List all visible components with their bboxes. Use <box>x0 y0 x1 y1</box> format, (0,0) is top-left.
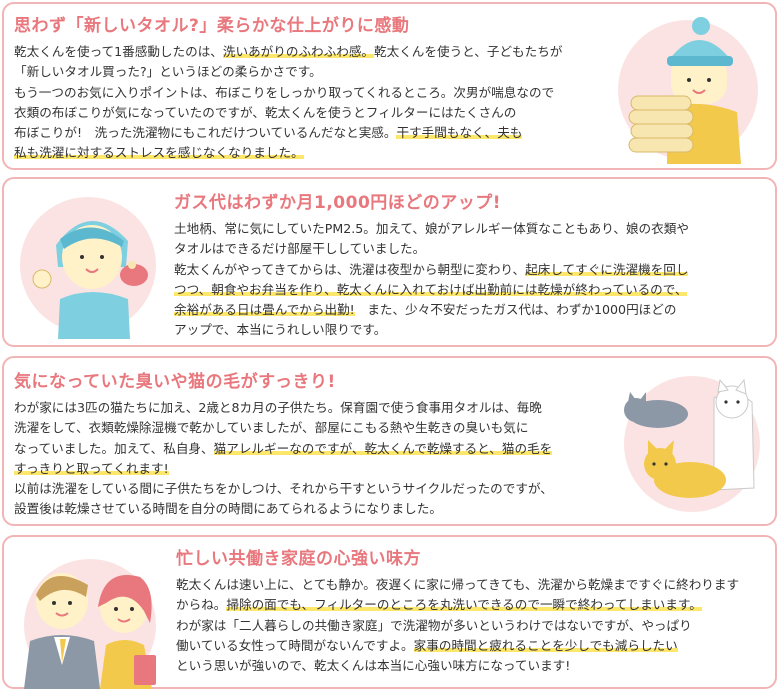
body-line: 働いている女性って時間がないんですよ。家事の時間と疲れることを少しでも減らしたい <box>176 636 739 656</box>
body-line: 衣類の布ぼこりが気になっていたのですが、乾太くんを使うとフィルターにはたくさんの <box>14 103 562 123</box>
highlighted-text: 掃除の面でも、フィルターのところを丸洗いできるので一瞬で終わってしまいます。 <box>226 597 702 613</box>
body-text: わが家は「二人暮らしの共働き家庭」で洗濯物が多いというわけではないですが、やっぱ… <box>176 617 692 633</box>
testimonial-card-2: ガス代はわずか月1,000円ほどのアップ! 土地柄、常に気にしていたPM2.5。… <box>2 177 777 347</box>
child-with-towels-illustration <box>618 17 758 164</box>
body-line: 以前は洗濯をしている間に子供たちをかしつけ、それから干すというサイクルだったので… <box>14 479 553 499</box>
body-line: もう一つのお気に入りポイントは、布ぼこりをしっかり取ってくれるところ。次男が喘息… <box>14 83 562 103</box>
testimonial-card-1: 思わず「新しいタオル?」柔らかな仕上がりに感動 乾太くんを使って1番感動したのは… <box>2 2 777 170</box>
body-text: なっていました。加えて、私自身、 <box>14 440 214 456</box>
body-text: 乾太くんがやってきてからは、洗濯は夜型から朝型に変わり、 <box>174 261 526 277</box>
highlighted-text: 家事の時間と疲れることを少しでも減らしたい <box>413 637 678 653</box>
body-line: からね。掃除の面でも、フィルターのところを丸洗いできるので一瞬で終わってしまいま… <box>176 595 739 615</box>
body-line: 乾太くんがやってきてからは、洗濯は夜型から朝型に変わり、起床してすぐに洗濯機を回… <box>174 260 689 280</box>
highlighted-text: 洗いあがりのふわふわ感。 <box>222 44 375 59</box>
section-title: 忙しい共働き家庭の心強い味方 <box>176 549 421 569</box>
body-line: タオルはできるだけ部屋干ししていました。 <box>174 239 689 259</box>
body-text: 布ぼこりが! 洗った洗濯物にもこれだけついているんだなと実感。 <box>14 125 397 141</box>
body-line: つつ、朝食やお弁当を作り、乾太くんに入れておけば出勤前には乾燥が終わっているので… <box>174 280 689 300</box>
body-line: 設置後は乾燥させている時間を自分の時間にあてられるようになりました。 <box>14 499 553 519</box>
body-line: 「新しいタオル買った?」というほどの柔らかさです。 <box>14 62 562 82</box>
body-text: 洗濯をして、衣類乾燥除湿機で乾かしていましたが、部屋にこもる熱や生乾きの臭いも気… <box>14 420 529 436</box>
section-body: 乾太くんは速い上に、とても静か。夜遅くに家に帰ってきても、洗濯から乾燥まですぐに… <box>176 575 739 676</box>
body-line: わが家には3匹の猫たちに加え、2歳と8カ月の子供たち。保育園で使う食事用タオルは… <box>14 398 553 418</box>
body-text: 働いている女性って時間がないんですよ。 <box>176 637 414 653</box>
highlighted-text: つつ、朝食やお弁当を作り、乾太くんに入れておけば出勤前には乾燥が終わっているので… <box>174 281 688 297</box>
body-text: 以前は洗濯をしている間に子供たちをかしつけ、それから干すというサイクルだったので… <box>14 481 553 497</box>
section-body: わが家には3匹の猫たちに加え、2歳と8カ月の子供たち。保育園で使う食事用タオルは… <box>14 398 553 520</box>
body-text: タオルはできるだけ部屋干ししていました。 <box>174 241 426 257</box>
body-line: 乾太くんを使って1番感動したのは、洗いあがりのふわふわ感。乾太くんを使うと、子ど… <box>14 42 562 62</box>
body-line: アップで、本当にうれしい限りです。 <box>174 320 689 340</box>
body-text: 設置後は乾燥させている時間を自分の時間にあてられるようになりました。 <box>14 501 442 517</box>
woman-with-wallet-illustration <box>20 197 156 339</box>
body-text: また、少々不安だったガス代は、わずか1000円ほどの <box>354 302 677 318</box>
highlighted-text: すっきりと取ってくれます! <box>14 460 169 476</box>
section-title: 気になっていた臭いや猫の毛がすっきり! <box>14 372 336 392</box>
highlighted-text: 私も洗濯に対するストレスを感じなくなりました。 <box>14 145 304 161</box>
body-line: わが家は「二人暮らしの共働き家庭」で洗濯物が多いというわけではないですが、やっぱ… <box>176 616 739 636</box>
body-line: 洗濯をして、衣類乾燥除湿機で乾かしていましたが、部屋にこもる熱や生乾きの臭いも気… <box>14 418 553 438</box>
section-title: ガス代はわずか月1,000円ほどのアップ! <box>174 193 502 213</box>
testimonial-card-3: 気になっていた臭いや猫の毛がすっきり! わが家には3匹の猫たちに加え、2歳と8カ… <box>2 356 777 526</box>
body-text: もう一つのお気に入りポイントは、布ぼこりをしっかり取ってくれるところ。次男が喘息… <box>14 84 555 100</box>
body-line: 乾太くんは速い上に、とても静か。夜遅くに家に帰ってきても、洗濯から乾燥まですぐに… <box>176 575 739 595</box>
body-line: 余裕がある日は畳んでから出勤! また、少々不安だったガス代は、わずか1000円ほ… <box>174 300 689 320</box>
body-text: わが家には3匹の猫たちに加え、2歳と8カ月の子供たち。保育園で使う食事用タオルは… <box>14 400 542 415</box>
body-text: 乾太くんを使って1番感動したのは、 <box>14 44 223 59</box>
body-line: 布ぼこりが! 洗った洗濯物にもこれだけついているんだなと実感。干す手間もなく、夫… <box>14 123 562 143</box>
body-text: 「新しいタオル買った?」というほどの柔らかさです。 <box>14 64 322 80</box>
body-text: からね。 <box>176 597 227 613</box>
highlighted-text: 余裕がある日は畳んでから出勤! <box>174 302 355 318</box>
body-text: という思いが強いので、乾太くんは本当に心強い味方になっています! <box>176 658 571 674</box>
couple-illustration <box>24 559 156 689</box>
section-title: 思わず「新しいタオル?」柔らかな仕上がりに感動 <box>14 16 410 36</box>
body-text: 乾太くんを使うと、子どもたちが <box>374 44 563 59</box>
body-line: なっていました。加えて、私自身、猫アレルギーなのですが、乾太くんで乾燥すると、猫… <box>14 439 553 459</box>
body-text: 土地柄、常に気にしていたPM2.5。加えて、娘がアレルギー体質なこともあり、娘の… <box>174 221 689 236</box>
body-line: すっきりと取ってくれます! <box>14 459 553 479</box>
body-text: 衣類の布ぼこりが気になっていたのですが、乾太くんを使うとフィルターにはたくさんの <box>14 104 517 120</box>
testimonial-card-4: 忙しい共働き家庭の心強い味方 乾太くんは速い上に、とても静か。夜遅くに家に帰って… <box>2 535 777 689</box>
highlighted-text: 猫アレルギーなのですが、乾太くんで乾燥すると、猫の毛を <box>213 440 553 456</box>
body-line: という思いが強いので、乾太くんは本当に心強い味方になっています! <box>176 656 739 676</box>
highlighted-text: 起床してすぐに洗濯機を回し <box>525 261 689 277</box>
section-body: 乾太くんを使って1番感動したのは、洗いあがりのふわふわ感。乾太くんを使うと、子ど… <box>14 42 562 164</box>
body-line: 土地柄、常に気にしていたPM2.5。加えて、娘がアレルギー体質なこともあり、娘の… <box>174 219 689 239</box>
body-line: 私も洗濯に対するストレスを感じなくなりました。 <box>14 143 562 163</box>
cats-illustration <box>624 376 760 512</box>
body-text: アップで、本当にうれしい限りです。 <box>174 322 387 338</box>
highlighted-text: 干す手間もなく、夫も <box>396 125 523 141</box>
section-body: 土地柄、常に気にしていたPM2.5。加えて、娘がアレルギー体質なこともあり、娘の… <box>174 219 689 341</box>
body-text: 乾太くんは速い上に、とても静か。夜遅くに家に帰ってきても、洗濯から乾燥まですぐに… <box>176 577 740 592</box>
